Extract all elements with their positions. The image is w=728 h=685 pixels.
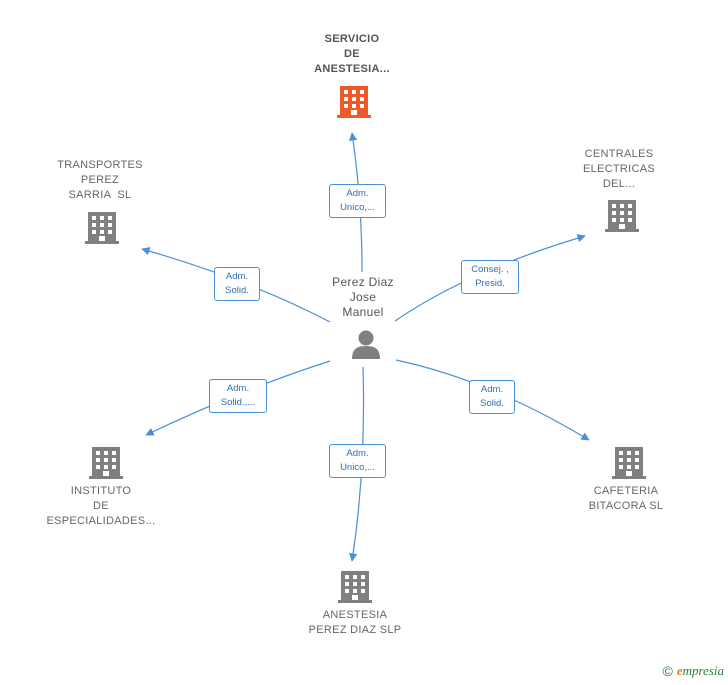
edge-label-line: Unico,... (340, 462, 375, 473)
node-label-instituto[interactable]: INSTITUTO DE ESPECIALIDADES... (36, 484, 166, 529)
edge-label-anestesia[interactable]: Adm. Unico,... (329, 444, 386, 478)
edge-label-line: Consej. , (471, 264, 509, 275)
edge-label-line: Solid. (225, 285, 249, 296)
node-label-line: DEL... (602, 178, 636, 190)
node-label-line: PEREZ (80, 174, 120, 186)
node-label-line: ANESTESIA... (314, 63, 390, 75)
node-label-line: DE (344, 48, 360, 60)
edge-label-line: Adm. (226, 383, 250, 394)
building-icon[interactable] (337, 86, 371, 118)
person-name-line: Manuel (342, 305, 384, 319)
edge-label-transportes[interactable]: Adm. Solid. (214, 267, 260, 301)
node-label-line: CENTRALES (584, 148, 654, 160)
edge-label-centrales[interactable]: Consej. , Presid. (461, 260, 519, 294)
edge-label-line: Adm. (346, 188, 369, 199)
edge-label-line: Unico,... (340, 202, 375, 213)
edge-label-servicio[interactable]: Adm. Unico,... (329, 184, 386, 218)
edge-label-line: Adm. (480, 384, 504, 395)
node-label-line: SARRIA SL (68, 189, 132, 201)
node-label-cafeteria[interactable]: CAFETERIA BITACORA SL (566, 484, 686, 514)
node-label-line: CAFETERIA (593, 485, 659, 497)
building-icon[interactable] (338, 571, 372, 603)
edge-label-line: Adm. (225, 271, 249, 282)
edge-label-instituto[interactable]: Adm. Solid.,... (209, 379, 267, 413)
brand-name: mpresia (682, 663, 724, 678)
center-person-label[interactable]: Perez Diaz Jose Manuel (313, 275, 413, 320)
edge-label-cafeteria[interactable]: Adm. Solid. (469, 380, 515, 414)
footer-watermark: © empresia (662, 663, 724, 679)
building-icon[interactable] (85, 212, 119, 244)
copyright-icon: © (662, 663, 673, 679)
person-name-line: Jose (349, 290, 377, 304)
person-name-line: Perez Diaz (332, 275, 394, 289)
person-icon[interactable] (352, 330, 380, 360)
node-label-line: ANESTESIA (322, 609, 388, 621)
building-icon[interactable] (89, 447, 123, 479)
brand-logo[interactable]: empresia (677, 663, 724, 679)
node-label-anestesia[interactable]: ANESTESIA PEREZ DIAZ SLP (290, 608, 420, 638)
node-label-line: INSTITUTO (70, 485, 132, 497)
node-label-line: TRANSPORTES (57, 159, 143, 171)
node-label-transportes[interactable]: TRANSPORTES PEREZ SARRIA SL (40, 158, 160, 203)
building-icon[interactable] (612, 447, 646, 479)
node-label-line: ESPECIALIDADES... (46, 515, 156, 527)
node-label-line: ELECTRICAS (582, 163, 656, 175)
building-icon[interactable] (605, 200, 639, 232)
edge-label-line: Adm. (346, 448, 369, 459)
node-label-centrales[interactable]: CENTRALES ELECTRICAS DEL... (559, 147, 679, 192)
brand-initial: e (676, 663, 683, 678)
edge-label-line: Solid. (480, 398, 504, 409)
node-label-servicio[interactable]: SERVICIO DE ANESTESIA... (292, 32, 412, 77)
edge-label-line: Solid.,... (220, 397, 256, 408)
node-label-line: PEREZ DIAZ SLP (308, 624, 402, 636)
node-label-line: SERVICIO (324, 33, 380, 45)
node-label-line: DE (93, 500, 109, 512)
node-label-line: BITACORA SL (588, 500, 664, 512)
edge-label-line: Presid. (475, 278, 505, 289)
